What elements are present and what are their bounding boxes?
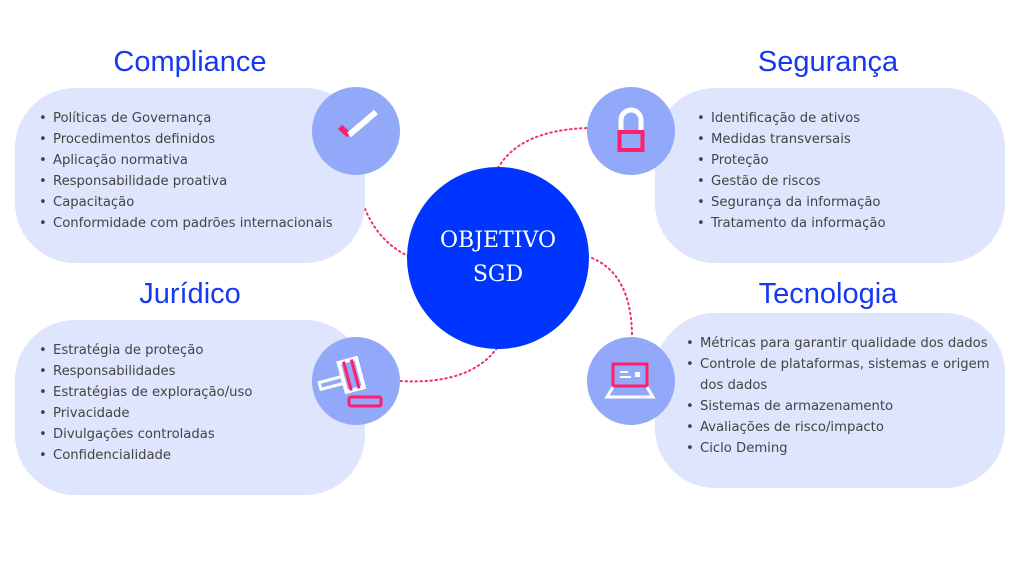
section-title-tecnologia: Tecnologia	[758, 278, 898, 310]
list-item: Estratégias de exploração/uso	[39, 382, 252, 403]
connector-seguranca	[497, 127, 589, 169]
list-item: Políticas de Governança	[39, 108, 333, 129]
list-item: Responsabilidade proativa	[39, 171, 333, 192]
connector-tecnologia	[591, 257, 633, 338]
list-item: Estratégia de proteção	[39, 340, 252, 361]
panel-compliance: Políticas de Governança Procedimentos de…	[15, 88, 365, 263]
padlock-icon	[587, 87, 675, 175]
section-title-seguranca: Segurança	[757, 46, 899, 78]
list-item: Proteção	[697, 150, 886, 171]
list-item: Gestão de riscos	[697, 171, 886, 192]
list-item: Procedimentos definidos	[39, 129, 333, 150]
list-item: Sistemas de armazenamento	[686, 396, 996, 417]
laptop-icon	[587, 337, 675, 425]
list-item: Capacitação	[39, 192, 333, 213]
connector-juridico	[399, 347, 498, 383]
gavel-icon	[312, 337, 400, 425]
list-item: Tratamento da informação	[697, 213, 886, 234]
list-item: Responsabilidades	[39, 361, 252, 382]
list-item: Aplicação normativa	[39, 150, 333, 171]
panel-juridico: Estratégia de proteção Responsabilidades…	[15, 320, 365, 495]
list-item: Avaliações de risco/impacto	[686, 417, 996, 438]
list-item: Medidas transversais	[697, 129, 886, 150]
list-item: Privacidade	[39, 403, 252, 424]
list-item: Métricas para garantir qualidade dos dad…	[686, 333, 996, 354]
list-item: Ciclo Deming	[686, 438, 996, 459]
list-item: Identificação de ativos	[697, 108, 886, 129]
checkmark-icon	[312, 87, 400, 175]
list-item: Conformidade com padrões internacionais	[39, 213, 333, 234]
panel-tecnologia: Métricas para garantir qualidade dos dad…	[655, 313, 1005, 488]
list-item: Divulgações controladas	[39, 424, 252, 445]
center-label-line2: SGD	[472, 262, 524, 287]
center-label-line1: OBJETIVO	[440, 228, 556, 253]
section-title-compliance: Compliance	[113, 46, 267, 78]
panel-seguranca: Identificação de ativos Medidas transver…	[655, 88, 1005, 263]
list-item: Segurança da informação	[697, 192, 886, 213]
list-item: Confidencialidade	[39, 445, 252, 466]
center-objective-circle: OBJETIVO SGD	[407, 167, 589, 349]
list-item: Controle de plataformas, sistemas e orig…	[686, 354, 996, 396]
section-title-juridico: Jurídico	[139, 278, 241, 310]
